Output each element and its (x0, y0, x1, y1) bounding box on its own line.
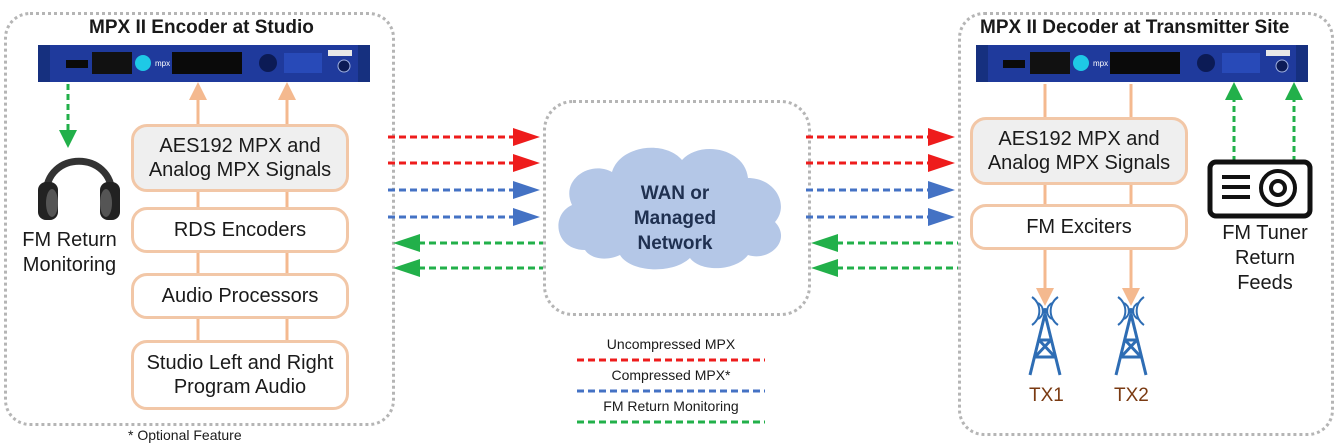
left-signal-arrows (388, 128, 543, 277)
legend-label-uncompressed: Uncompressed MPX (606, 336, 736, 352)
cloud-icon (558, 147, 782, 270)
down-arrow-head (1036, 288, 1054, 306)
mpx-decoder-device: mpx ii (976, 45, 1308, 82)
tower-icon (1114, 296, 1148, 376)
up-arrow-head (1225, 82, 1243, 100)
legend (577, 358, 765, 424)
studio-aes-box: AES192 MPX and Analog MPX Signals (131, 124, 349, 192)
down-arrow-head (59, 130, 77, 148)
audio-processors-box: Audio Processors (131, 273, 349, 319)
studio-title: MPX II Encoder at Studio (89, 17, 314, 38)
legend-label-monitoring: FM Return Monitoring (603, 398, 739, 414)
optional-feature-footnote: * Optional Feature (128, 427, 242, 443)
fm-tuner-label: FM Tuner Return Feeds (1222, 222, 1308, 294)
studio-audio-box: Studio Left and Right Program Audio (131, 340, 349, 410)
transmitter-title: MPX II Decoder at Transmitter Site (980, 17, 1290, 38)
tx2-label: TX2 (1114, 385, 1149, 406)
tx1-label: TX1 (1029, 385, 1064, 406)
tower-icon (1028, 296, 1062, 376)
network-group (543, 100, 811, 316)
fm-tuner-icon (1207, 159, 1313, 219)
headphones-icon (38, 157, 120, 220)
legend-label-compressed: Compressed MPX* (611, 367, 731, 383)
svg-text:mpx ii: mpx ii (1093, 59, 1114, 68)
cloud-label: WAN or Managed Network (633, 183, 717, 254)
svg-text:mpx ii: mpx ii (155, 59, 176, 68)
rds-encoders-box: RDS Encoders (131, 207, 349, 253)
up-arrow-head (1285, 82, 1303, 100)
up-arrow-head (278, 82, 296, 100)
fm-exciters-box: FM Exciters (970, 204, 1188, 250)
mpx-encoder-device: mpx ii (38, 45, 370, 82)
transmitter-aes-box: AES192 MPX and Analog MPX Signals (970, 117, 1188, 185)
up-arrow-head (189, 82, 207, 100)
transmitter-group (958, 12, 1334, 436)
right-signal-arrows (806, 128, 958, 277)
studio-group (4, 12, 395, 426)
down-arrow-head (1122, 288, 1140, 306)
fm-return-monitoring-label: FM Return Monitoring (22, 229, 117, 276)
